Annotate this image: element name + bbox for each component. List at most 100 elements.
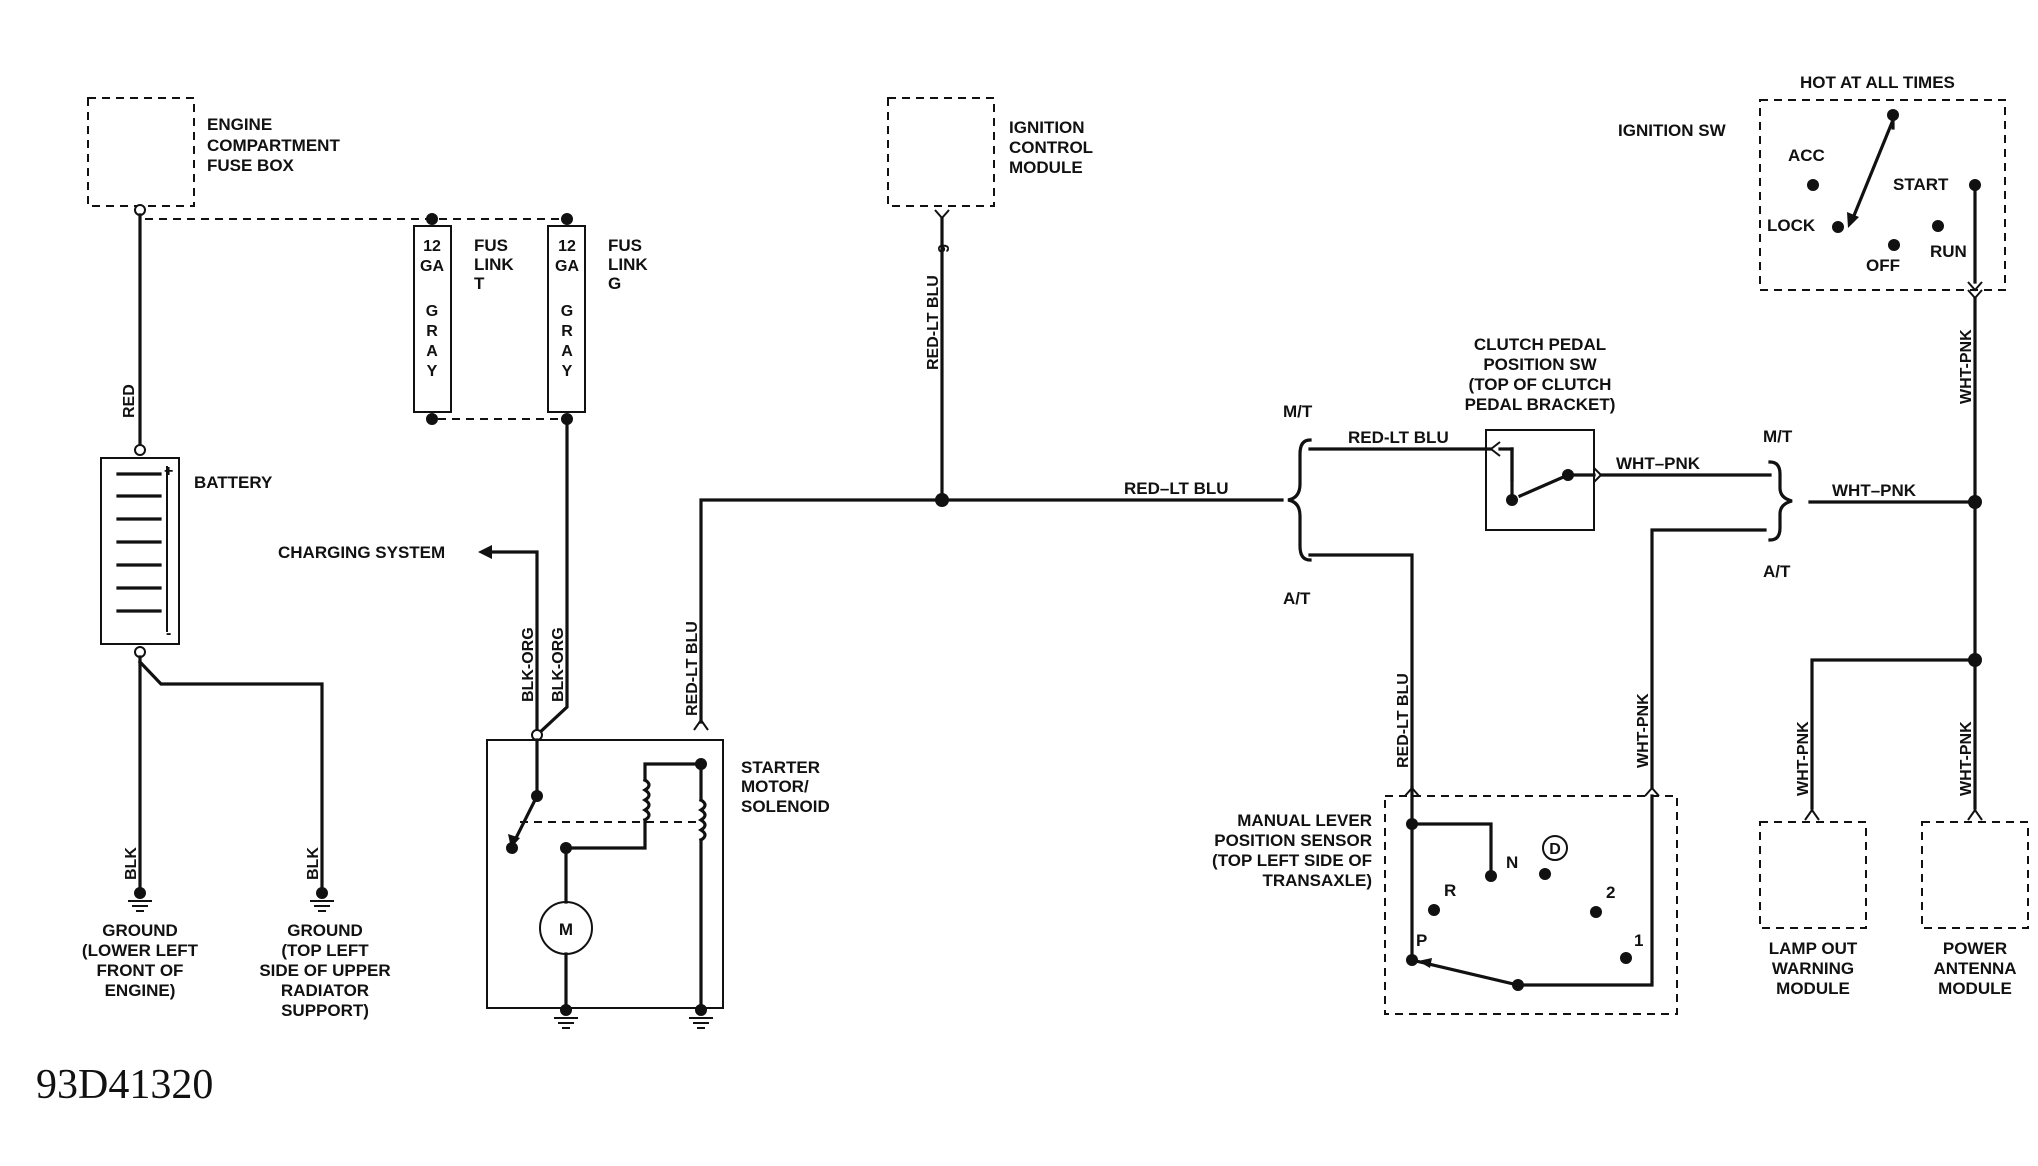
at-label-right: A/T — [1763, 562, 1791, 581]
svg-text:FRONT OF: FRONT OF — [97, 961, 184, 980]
svg-text:TRANSAXLE): TRANSAXLE) — [1262, 871, 1372, 890]
red-lt-blu-horizontal-label: RED–LT BLU — [1124, 479, 1229, 498]
svg-text:PEDAL BRACKET): PEDAL BRACKET) — [1465, 395, 1616, 414]
wht-pnk-lamp-out-label: WHT-PNK — [1795, 721, 1812, 796]
svg-text:MODULE: MODULE — [1938, 979, 2012, 998]
svg-text:Y: Y — [427, 363, 438, 380]
sensor-pos-n: N — [1506, 853, 1518, 872]
svg-text:CONTROL: CONTROL — [1009, 138, 1093, 157]
ground-2-label: GROUND (TOP LEFT SIDE OF UPPER RADIATOR … — [259, 921, 390, 1020]
svg-text:MODULE: MODULE — [1009, 158, 1083, 177]
mt-at-brace-right — [1768, 460, 1793, 542]
svg-text:SIDE OF UPPER: SIDE OF UPPER — [259, 961, 390, 980]
ignition-module-pin: 6 — [934, 244, 951, 253]
svg-text:FUS: FUS — [474, 236, 508, 255]
red-wire-label: RED — [121, 384, 138, 418]
blk-org-wire-charging — [488, 550, 539, 737]
manual-lever-position-sensor: D N R P 2 1 — [1384, 786, 1678, 1015]
svg-text:A: A — [426, 343, 438, 360]
red-lt-blu-at-wire — [1308, 553, 1414, 790]
svg-text:MODULE: MODULE — [1776, 979, 1850, 998]
starter-motor-solenoid: M — [486, 729, 724, 1029]
wht-pnk-at-label: WHT-PNK — [1635, 693, 1652, 768]
blk-wire-2 — [137, 659, 324, 895]
mt-at-brace-left — [1287, 438, 1312, 562]
mt-label-left: M/T — [1283, 402, 1313, 421]
wht-pnk-right-label: WHT–PNK — [1832, 481, 1917, 500]
figure-code: 93D41320 — [36, 1062, 213, 1108]
blk-org-label-2: BLK-ORG — [550, 627, 567, 702]
svg-text:RADIATOR: RADIATOR — [281, 981, 369, 1000]
battery: + - BATTERY — [100, 444, 273, 658]
svg-text:G: G — [426, 303, 438, 320]
svg-text:FUS: FUS — [608, 236, 642, 255]
blk-wire-1-label: BLK — [123, 847, 140, 880]
sensor-pos-1: 1 — [1634, 931, 1643, 950]
svg-text:12: 12 — [558, 238, 576, 255]
red-lt-blu-at-label: RED-LT BLU — [1395, 673, 1412, 768]
at-label-left: A/T — [1283, 589, 1311, 608]
svg-text:(LOWER LEFT: (LOWER LEFT — [82, 941, 199, 960]
ignition-sw-title: IGNITION SW — [1618, 121, 1727, 140]
starter-label: STARTER MOTOR/ SOLENOID — [741, 758, 830, 816]
starter-connector — [693, 718, 709, 731]
clutch-sw-label: CLUTCH PEDAL POSITION SW (TOP OF CLUTCH … — [1465, 335, 1616, 414]
svg-text:LAMP OUT: LAMP OUT — [1769, 939, 1858, 958]
svg-text:POSITION SENSOR: POSITION SENSOR — [1214, 831, 1372, 850]
sensor-pos-r: R — [1444, 881, 1456, 900]
battery-plus: + — [164, 463, 173, 480]
svg-text:ANTENNA: ANTENNA — [1933, 959, 2016, 978]
ignition-control-module: IGNITION CONTROL MODULE — [887, 97, 1093, 220]
svg-text:GA: GA — [420, 258, 444, 275]
red-lt-blu-starter-label: RED-LT BLU — [684, 621, 701, 716]
svg-text:R: R — [426, 323, 438, 340]
svg-text:Y: Y — [562, 363, 573, 380]
svg-text:IGNITION: IGNITION — [1009, 118, 1085, 137]
sensor-pos-d: D — [1549, 841, 1561, 858]
svg-text:T: T — [474, 274, 485, 293]
mt-label-right: M/T — [1763, 427, 1793, 446]
wht-pnk-lamp-out-wire — [1810, 658, 1977, 810]
engine-fuse-box-label-1: ENGINE — [207, 115, 272, 134]
blk-org-label-1: BLK-ORG — [520, 627, 537, 702]
red-lt-blu-mt-label: RED-LT BLU — [1348, 428, 1449, 447]
fuse-link-t: 12 GA G R A Y FUS LINK T — [413, 213, 514, 425]
engine-fuse-box-label-2: COMPARTMENT — [207, 136, 340, 155]
junction-wht-pnk-1 — [1968, 495, 1982, 509]
engine-fuse-box-label-3: FUSE BOX — [207, 156, 295, 175]
svg-text:G: G — [608, 274, 621, 293]
svg-text:GROUND: GROUND — [287, 921, 363, 940]
svg-text:R: R — [561, 323, 573, 340]
svg-text:POSITION SW: POSITION SW — [1483, 355, 1597, 374]
svg-text:SUPPORT): SUPPORT) — [281, 1001, 369, 1020]
ground-symbol-1 — [128, 887, 152, 912]
ign-pos-lock: LOCK — [1767, 216, 1816, 235]
svg-text:WARNING: WARNING — [1772, 959, 1854, 978]
svg-text:GA: GA — [555, 258, 579, 275]
red-lt-blu-main-wire — [699, 498, 1284, 724]
battery-minus: - — [166, 625, 171, 642]
svg-text:(TOP OF CLUTCH: (TOP OF CLUTCH — [1469, 375, 1612, 394]
wht-pnk-at-wire — [1650, 528, 1767, 790]
svg-text:ENGINE): ENGINE) — [105, 981, 176, 1000]
fuse-link-g: 12 GA G R A Y FUS LINK G — [547, 213, 648, 425]
svg-text:G: G — [561, 303, 573, 320]
sensor-pos-2: 2 — [1606, 883, 1615, 902]
ignition-switch: ACC LOCK START RUN OFF — [1759, 99, 2006, 300]
ign-pos-off: OFF — [1866, 256, 1900, 275]
charging-system-label: CHARGING SYSTEM — [278, 543, 445, 562]
manual-lever-sensor-label: MANUAL LEVER POSITION SENSOR (TOP LEFT S… — [1212, 811, 1372, 890]
lamp-out-warning-module: LAMP OUT WARNING MODULE — [1759, 808, 1867, 998]
svg-text:SOLENOID: SOLENOID — [741, 797, 830, 816]
battery-label: BATTERY — [194, 473, 273, 492]
ground-1-label: GROUND (LOWER LEFT FRONT OF ENGINE) — [82, 921, 199, 1000]
blk-wire-2-label: BLK — [305, 847, 322, 880]
sensor-pos-p: P — [1416, 931, 1427, 950]
wht-pnk-ignition-label: WHT-PNK — [1958, 329, 1975, 404]
wht-pnk-antenna-label: WHT-PNK — [1958, 721, 1975, 796]
svg-text:LINK: LINK — [474, 255, 514, 274]
engine-fuse-box: ENGINE COMPARTMENT FUSE BOX — [87, 97, 340, 216]
svg-text:(TOP LEFT: (TOP LEFT — [281, 941, 369, 960]
svg-text:STARTER: STARTER — [741, 758, 820, 777]
